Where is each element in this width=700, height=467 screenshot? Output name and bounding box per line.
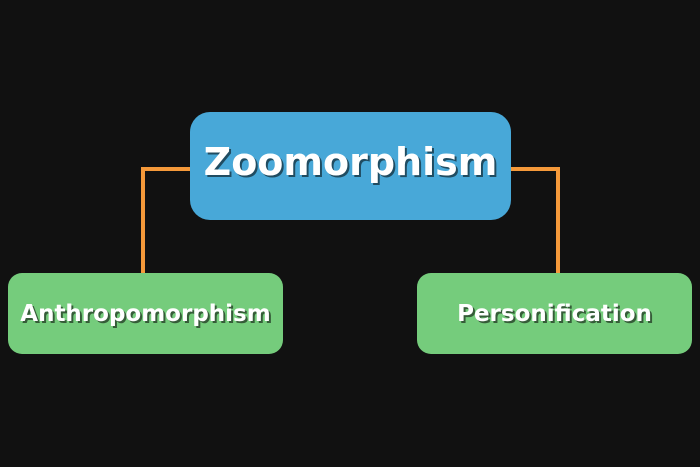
connector-right bbox=[511, 167, 560, 273]
connector-left bbox=[141, 167, 190, 273]
root-node: Zoomorphism bbox=[190, 112, 511, 220]
child-node-personification: Personification bbox=[417, 273, 692, 354]
root-label: Zoomorphism bbox=[203, 140, 498, 184]
child-node-anthropomorphism: Anthropomorphism bbox=[8, 273, 283, 354]
child-label: Personification bbox=[457, 300, 652, 327]
child-label: Anthropomorphism bbox=[20, 300, 271, 327]
